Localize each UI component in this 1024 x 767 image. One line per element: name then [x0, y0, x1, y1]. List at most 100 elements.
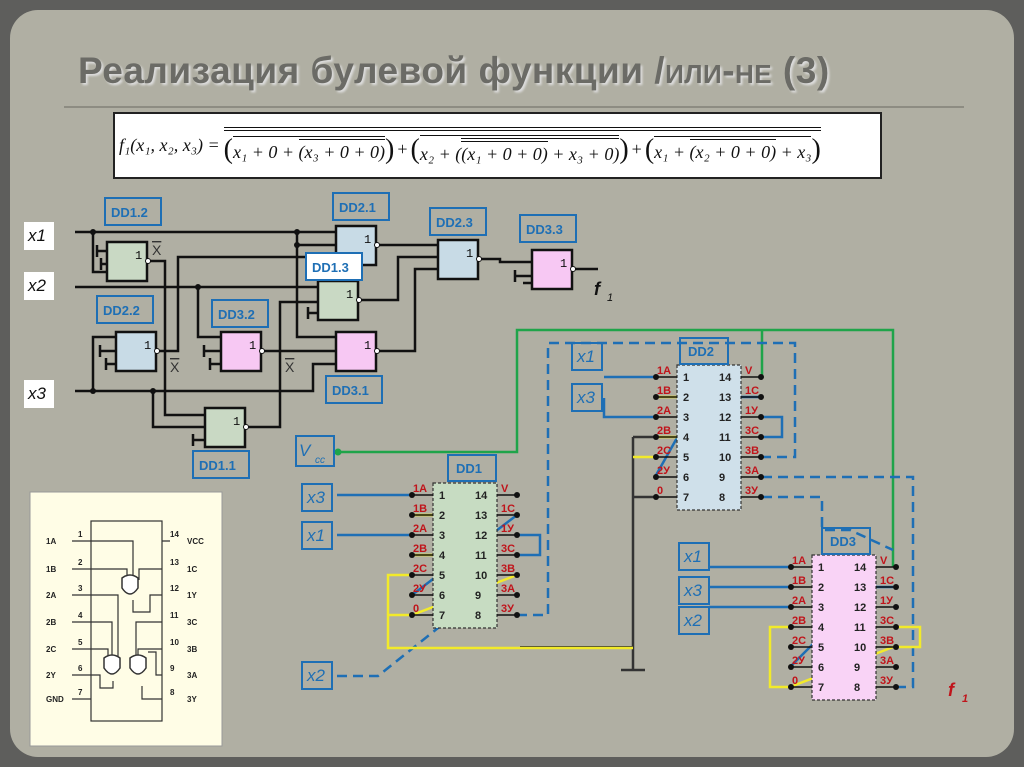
- chip-label: DD3: [830, 534, 856, 549]
- pin-label: V: [745, 365, 753, 377]
- pinout-pin-number: 4: [78, 611, 83, 620]
- pin-number: 12: [854, 602, 866, 614]
- pinout-pin-number: 12: [170, 584, 179, 593]
- pin-label: 1У: [880, 595, 893, 607]
- paren: (: [644, 133, 655, 165]
- pinout-pin-name: 1B: [46, 565, 56, 574]
- pin-number: 13: [719, 392, 731, 404]
- formula-term-3: x₁ + (x₂ + 0 + 0) + x₃: [654, 136, 812, 163]
- logic-wires: [75, 229, 598, 446]
- pin-number: 11: [719, 432, 731, 444]
- gate-label: DD2.1: [339, 200, 376, 215]
- input-label: x3: [306, 488, 326, 507]
- paren: ): [619, 133, 629, 165]
- pin-number: 2: [818, 582, 824, 594]
- input-label: x1: [306, 526, 325, 545]
- pinout-diagram: 1A1VCC141B21C132A31Y122B43C112C53B102Y63…: [29, 491, 223, 747]
- pin-label: 3A: [501, 583, 515, 595]
- input-label: x3: [576, 388, 596, 407]
- title-suffix: /или-не (3): [654, 50, 830, 91]
- pin-label: 1A: [413, 483, 427, 495]
- pin-label: 2C: [413, 563, 427, 575]
- pin-label: 1C: [880, 575, 894, 587]
- pin-number: 14: [719, 372, 732, 384]
- pin-number: 7: [683, 492, 689, 504]
- gate-label: DD2.3: [436, 215, 473, 230]
- gate-symbol: 1: [249, 339, 256, 353]
- pin-label: 3A: [745, 465, 759, 477]
- formula-box: f₁(x₁, x₂, x₃) = ( x₁ + 0 + (x₃ + 0 + 0)…: [113, 112, 882, 179]
- formula-lhs: f₁(x₁, x₂, x₃) =: [119, 135, 220, 155]
- pinout-pin-number: 11: [170, 611, 179, 620]
- pin-label: 0: [792, 675, 798, 687]
- pin-label: 0: [657, 485, 663, 497]
- formula-term-2: x₂ + ((x₁ + 0 + 0) + x₃ + 0): [419, 134, 620, 165]
- gate-symbol: 1: [346, 288, 353, 302]
- pin-label: 2A: [792, 595, 806, 607]
- pin-number: 12: [719, 412, 731, 424]
- pin-label: 1C: [745, 385, 759, 397]
- gate-label: DD1.3: [312, 260, 349, 275]
- plus: +: [397, 139, 408, 159]
- pinout-pin-name: GND: [46, 695, 64, 704]
- gate-symbol: 1: [364, 339, 371, 353]
- pinout-pin-number: 2: [78, 558, 83, 567]
- title-main: Реализация булевой функции: [78, 50, 644, 91]
- input-x1: x1: [24, 222, 54, 250]
- pin-label: 3C: [745, 425, 759, 437]
- pin-label: 3A: [880, 655, 894, 667]
- pinout-pin-name: 2B: [46, 618, 56, 627]
- pin-number: 1: [683, 372, 689, 384]
- f1-final-label: f: [948, 680, 956, 700]
- gate-symbol: 1: [233, 415, 240, 429]
- input-label: x3: [683, 581, 703, 600]
- pin-number: 2: [439, 510, 445, 522]
- term-3b: (x₂ + 0 + 0): [689, 139, 777, 163]
- pin-number: 6: [683, 472, 689, 484]
- chip-label: DD2: [688, 344, 714, 359]
- pin-label: 2У: [792, 655, 805, 667]
- pin-label: 2C: [657, 445, 671, 457]
- pin-label: 3B: [745, 445, 759, 457]
- term-3c: + x₃: [780, 142, 812, 162]
- pin-number: 7: [818, 682, 824, 694]
- chip-input-x2: x2: [301, 661, 333, 690]
- f1-output-sub: 1: [607, 292, 613, 304]
- pinout-pin-number: 8: [170, 688, 175, 697]
- pin-label: 2B: [413, 543, 427, 555]
- gate-label: DD3.1: [332, 383, 369, 398]
- pin-label: 1A: [657, 365, 671, 377]
- gate-label: DD3.2: [218, 307, 255, 322]
- gate-symbol: 1: [560, 257, 567, 271]
- gate-symbol: 1: [144, 339, 151, 353]
- pinout-pin-name: 1Y: [187, 591, 197, 600]
- pin-label: 3У: [501, 603, 514, 615]
- pinout-pin-name: 1C: [187, 565, 197, 574]
- pin-label: 3B: [501, 563, 515, 575]
- pinout-pin-name: 3Y: [187, 695, 197, 704]
- pin-number: 5: [683, 452, 689, 464]
- pin-label: 1У: [745, 405, 758, 417]
- pin-label: 2C: [792, 635, 806, 647]
- term-1a: x₁ + 0 +: [232, 142, 295, 162]
- pin-number: 5: [818, 642, 824, 654]
- vcc-v: V: [299, 441, 312, 460]
- paren: ): [811, 133, 821, 165]
- pin-label: 0: [413, 603, 419, 615]
- pinout-pin-name: 3C: [187, 618, 197, 627]
- x1-label: x1: [27, 226, 46, 245]
- pinout-pin-name: 2A: [46, 591, 56, 600]
- pinout-pin-name: 3A: [187, 671, 197, 680]
- pin-number: 5: [439, 570, 445, 582]
- pin-label: 2У: [657, 465, 670, 477]
- pin-number: 9: [854, 662, 860, 674]
- pin-label: 1B: [792, 575, 806, 587]
